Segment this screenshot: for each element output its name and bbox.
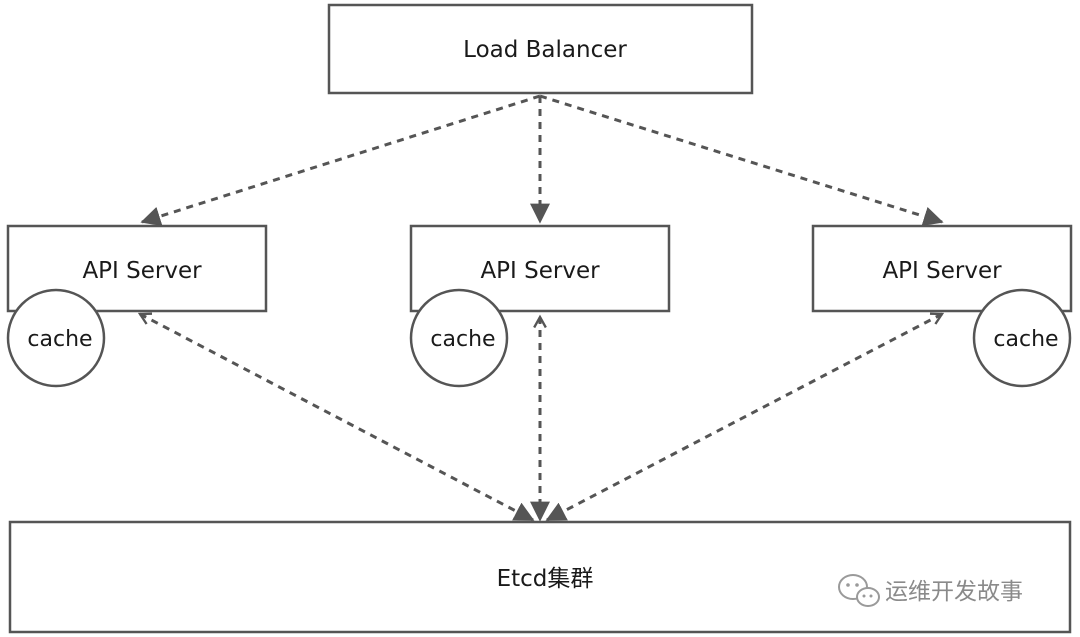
server-right-to-etcd-arrow <box>547 314 942 522</box>
cache-right-label: cache <box>993 327 1058 352</box>
api-server-left-label: API Server <box>82 258 202 284</box>
etcd-cluster-label: Etcd集群 <box>497 566 594 592</box>
cache-middle-label: cache <box>430 327 495 352</box>
api-server-right: API Server cache <box>811 224 1073 388</box>
watermark: 运维开发故事 <box>838 574 1023 607</box>
lb-to-server-left-arrow <box>140 94 541 227</box>
api-server-left: API Server cache <box>6 224 268 388</box>
api-server-middle-label: API Server <box>480 258 600 284</box>
cache-left-circle <box>6 288 106 388</box>
watermark-label: 运维开发故事 <box>885 579 1023 605</box>
etcd-cluster-node: Etcd集群 <box>8 520 1072 634</box>
cache-left-label: cache <box>27 327 92 352</box>
api-server-right-label: API Server <box>882 258 1002 284</box>
load-balancer-node: Load Balancer <box>327 3 754 95</box>
lb-to-server-right-arrow <box>539 94 944 227</box>
lb-connectors <box>140 94 944 227</box>
load-balancer-label: Load Balancer <box>463 37 627 63</box>
server-left-to-etcd-arrow <box>140 314 533 522</box>
etcd-cluster-box <box>8 520 1072 634</box>
etcd-connectors <box>140 314 942 520</box>
load-balancer-box <box>327 3 754 95</box>
cache-right-circle <box>972 288 1072 388</box>
wechat-icon <box>838 574 880 607</box>
